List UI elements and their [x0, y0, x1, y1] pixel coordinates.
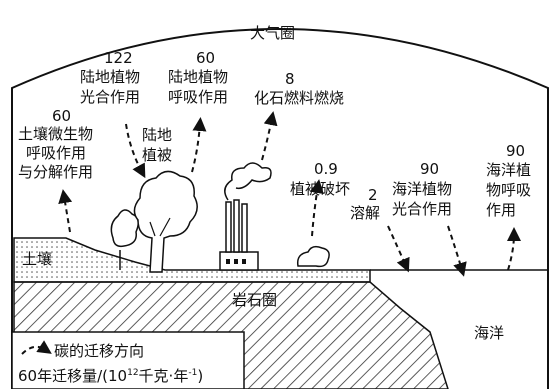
arrow-ocean-respiration [506, 227, 521, 271]
land-respiration-line-2: 呼吸作用 [168, 88, 228, 106]
arrow-dissolution [387, 225, 410, 273]
legend: 碳的迁移方向 60年迁移量/(1012千克·年-1) [11, 331, 245, 389]
arrow-fossil-fuel [261, 111, 278, 161]
land-respiration-line-1: 陆地植物 [168, 68, 228, 86]
soil-respiration-line-2: 呼吸作用 [26, 144, 86, 162]
fossil-fuel-value: 8 [285, 70, 295, 88]
legend-amount-close: ) [197, 367, 203, 385]
vegetation-destruction-value: 0.9 [314, 160, 338, 178]
factory-icon [219, 162, 272, 271]
land-vegetation-label-1: 陆地 [142, 126, 172, 144]
land-photosynthesis-line-1: 陆地植物 [80, 68, 140, 86]
arrow-soil-respiration [58, 189, 73, 233]
arrow-land-respiration [191, 117, 207, 173]
legend-amount-unit: 千克·年 [139, 367, 189, 385]
soil-respiration-line-3: 与分解作用 [18, 163, 93, 181]
ocean-respiration-line-2: 物呼吸 [486, 181, 531, 199]
legend-arrow-icon [21, 340, 52, 355]
soil-label: 土壤 [22, 250, 52, 268]
burnt-shrub-icon [296, 245, 330, 268]
ocean-photosynthesis-line-1: 海洋植物 [392, 180, 452, 198]
dissolution-value: 2 [368, 186, 378, 204]
land-vegetation-label-2: 植被 [142, 146, 172, 164]
land-photosynthesis-value: 122 [104, 49, 133, 67]
fossil-fuel-line-1: 化石燃料燃烧 [254, 89, 344, 107]
legend-amount-label: 60年迁移量/(1012千克·年-1) [18, 367, 203, 385]
ocean-respiration-line-1: 海洋植 [486, 161, 531, 179]
soil-respiration-line-1: 土壤微生物 [18, 125, 93, 143]
arrow-vegetation-destruction [309, 179, 324, 237]
ocean-respiration-line-3: 作用 [486, 201, 516, 219]
legend-amount-unit-exp: -1 [188, 368, 197, 378]
legend-amount-prefix: 60年迁移量/(10 [18, 367, 127, 385]
atmosphere-dome [11, 28, 549, 389]
dissolution-line-1: 溶解 [350, 204, 380, 222]
ocean-label: 海洋 [474, 324, 504, 342]
atmosphere-label: 大气圈 [250, 24, 295, 42]
tree-large-icon [133, 170, 198, 273]
arrow-ocean-photosynthesis [447, 225, 467, 277]
ocean-respiration-value: 90 [506, 142, 525, 160]
ocean-photosynthesis-line-2: 光合作用 [392, 200, 452, 218]
soil-respiration-value: 60 [52, 107, 71, 125]
ocean-photosynthesis-value: 90 [420, 160, 439, 178]
legend-amount-exp: 12 [127, 368, 138, 378]
land-photosynthesis-line-2: 光合作用 [80, 88, 140, 106]
vegetation-destruction-line-1: 植被破坏 [290, 180, 350, 198]
legend-arrow-label: 碳的迁移方向 [54, 342, 144, 360]
arrow-land-photosynthesis [125, 123, 146, 179]
land-respiration-value: 60 [196, 49, 215, 67]
lithosphere-label: 岩石圈 [232, 291, 277, 309]
